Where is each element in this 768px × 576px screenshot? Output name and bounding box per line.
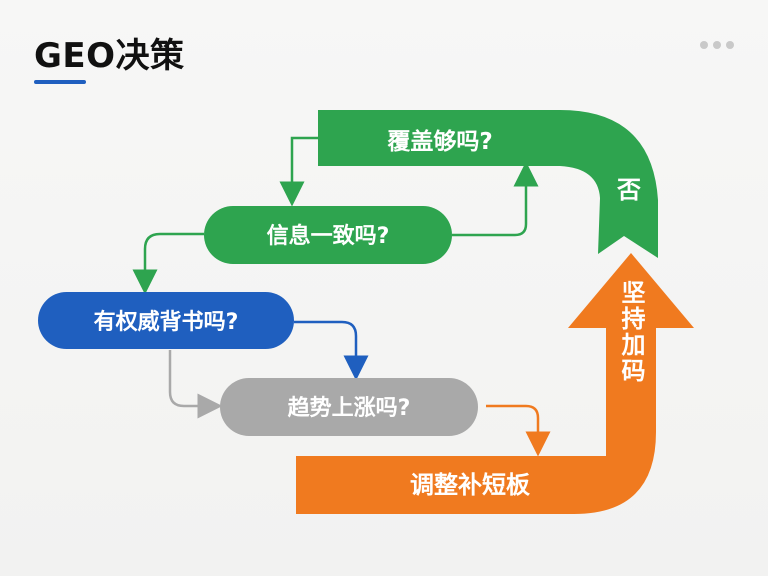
authority-node: 有权威背书吗? [38, 292, 294, 349]
dot-1 [700, 41, 708, 49]
dot-3 [726, 41, 734, 49]
trend-box [220, 378, 478, 436]
no-label: 否 [616, 176, 641, 204]
keep-label: 坚持加码 [617, 280, 645, 384]
trend-label: 趋势上涨吗? [288, 395, 411, 421]
info-consistency-label: 信息一致吗? [267, 223, 390, 249]
coverage-banner [318, 110, 658, 258]
top-green-branch: 覆盖够吗? 否 [318, 110, 658, 258]
authority-label: 有权威背书吗? [94, 309, 239, 335]
title-underline [34, 80, 86, 84]
arrow-info-to-authority [132, 232, 204, 295]
fix-label: 调整补短板 [410, 471, 531, 499]
action-orange-branch: 调整补短板 坚持加码 [296, 253, 694, 514]
coverage-label: 覆盖够吗? [386, 128, 492, 155]
arrow-authority-to-trend [294, 320, 369, 381]
fix-and-keep-path [296, 253, 694, 514]
authority-box [38, 292, 294, 349]
trend-node: 趋势上涨吗? [220, 378, 478, 436]
arrow-authority-to-trend-gray [168, 350, 223, 419]
page-title: GEO决策 [34, 36, 185, 76]
arrow-trend-to-fix [486, 404, 551, 457]
info-consistency-node: 信息一致吗? [204, 206, 452, 264]
more-dots-icon[interactable] [700, 41, 734, 49]
info-consistency-box [204, 206, 452, 264]
arrow-coverage-to-info [279, 136, 318, 207]
dot-2 [713, 41, 721, 49]
arrow-info-to-coverage [452, 161, 539, 237]
